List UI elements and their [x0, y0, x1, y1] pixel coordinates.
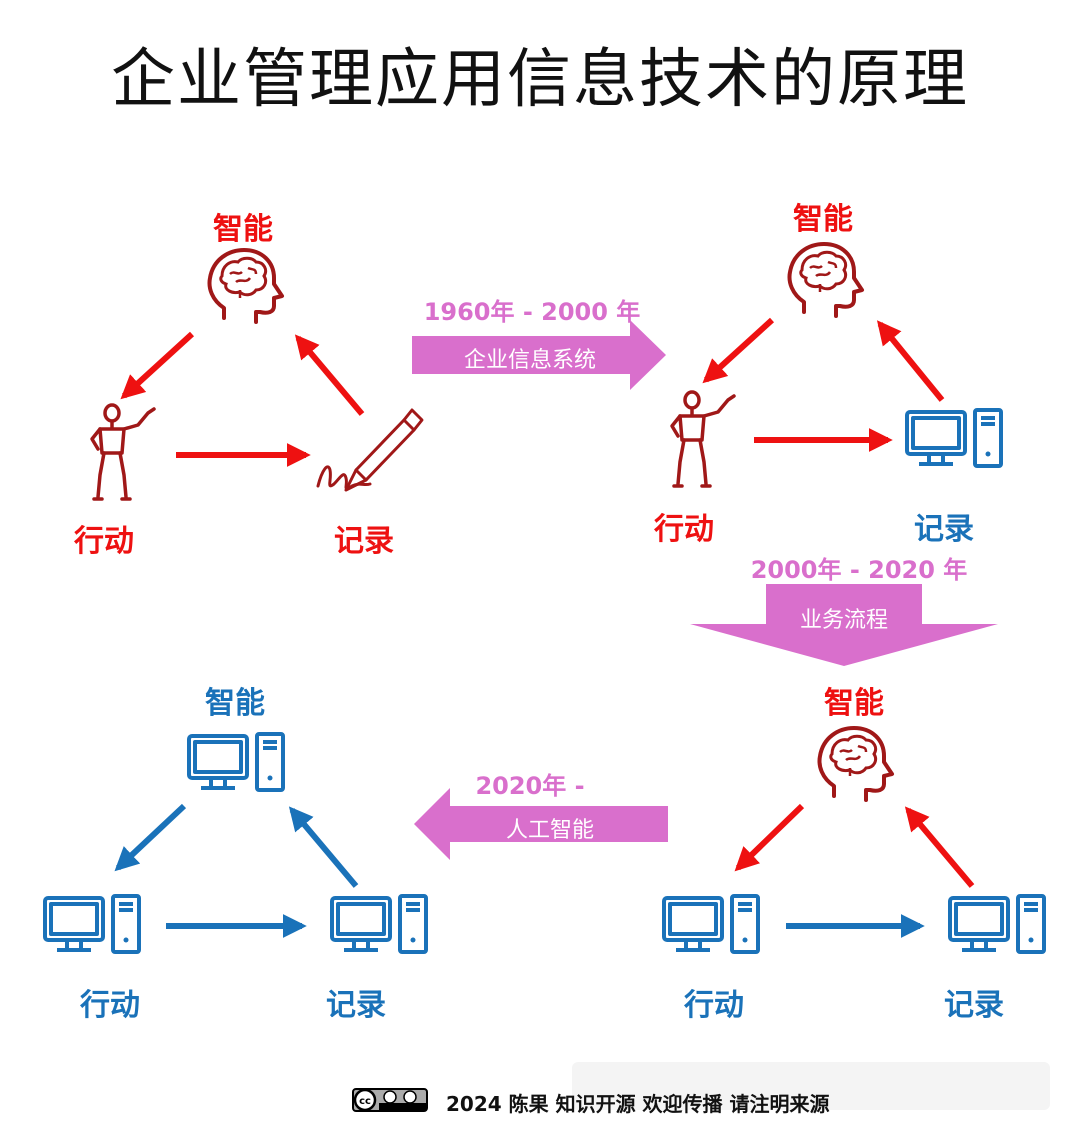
desktop-computer-icon [905, 408, 1003, 468]
label-record: 记录 [334, 524, 394, 559]
mannequin-person-icon [90, 403, 156, 501]
transition-arrow-right [412, 320, 666, 390]
label-action: 行动 [684, 988, 744, 1023]
period-1-name: 企业信息系统 [463, 348, 596, 373]
arrow-record-to-intelligence [288, 806, 359, 888]
page-title: 企业管理应用信息技术的原理 [111, 43, 969, 117]
label-intelligence: 智能 [793, 202, 853, 237]
brain-head-icon [207, 248, 284, 324]
watermark-overlay [572, 1062, 1050, 1110]
fountain-pen-signature-icon [316, 408, 424, 492]
period-2-name: 业务流程 [799, 608, 888, 633]
desktop-computer-icon [187, 732, 285, 792]
arrow-record-to-intelligence [876, 320, 945, 402]
arrow-record-to-intelligence [904, 806, 975, 888]
period-1-years: 1960年 - 2000 年 [423, 298, 641, 326]
desktop-computer-icon [662, 894, 760, 954]
label-action: 行动 [80, 988, 140, 1023]
label-intelligence: 智能 [205, 686, 265, 721]
desktop-computer-icon [330, 894, 428, 954]
label-intelligence: 智能 [824, 686, 884, 721]
brain-head-icon [817, 726, 894, 802]
desktop-computer-icon [948, 894, 1046, 954]
arrow-intelligence-to-action [734, 803, 805, 872]
svg-text:cc: cc [359, 1096, 371, 1107]
label-record: 记录 [326, 988, 386, 1023]
label-action: 行动 [74, 524, 134, 559]
label-intelligence: 智能 [213, 212, 273, 247]
label-record: 记录 [944, 988, 1004, 1023]
arrow-intelligence-to-action [702, 317, 775, 384]
cc-license-badge-icon: cc [352, 1088, 428, 1112]
transition-arrow-left [414, 788, 668, 860]
label-record: 记录 [914, 512, 974, 547]
period-3-name: 人工智能 [505, 818, 594, 843]
arrow-intelligence-to-action [114, 803, 187, 872]
label-action: 行动 [654, 512, 714, 547]
footer-text: 2024 陈果 知识开源 欢迎传播 请注明来源 [446, 1092, 830, 1116]
desktop-computer-icon [43, 894, 141, 954]
arrow-intelligence-to-action [120, 331, 195, 400]
brain-head-icon [787, 242, 864, 318]
arrow-record-to-intelligence [294, 334, 365, 416]
transition-arrow-down [690, 584, 998, 666]
period-2-years: 2000年 - 2020 年 [750, 556, 968, 584]
mannequin-person-icon [670, 390, 736, 488]
period-3-years: 2020年 - [475, 772, 585, 800]
